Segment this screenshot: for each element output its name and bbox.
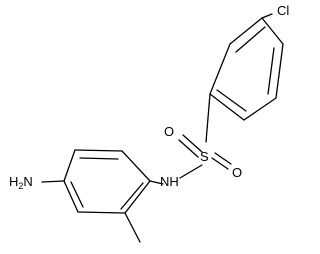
sulfonyl-group: O O S bbox=[164, 124, 242, 180]
methyl-bond bbox=[124, 212, 141, 243]
sulfonyl-oxygen-right-label: O bbox=[232, 165, 242, 180]
amino-bond bbox=[41, 180, 65, 183]
aminotoluene-ring bbox=[63, 149, 151, 214]
ring-sulfur-bond bbox=[205, 93, 211, 143]
sulfonyl-oxygen-top-label: O bbox=[164, 124, 174, 139]
chlorophenyl-ring bbox=[209, 17, 284, 121]
sulfur-label: S bbox=[200, 149, 209, 164]
amino-subscript-2: 2 bbox=[18, 181, 23, 191]
nitrogen-ring-bond bbox=[149, 180, 164, 185]
amino-label: H2N bbox=[9, 174, 33, 191]
chemical-structure-diagram: Cl O O S NH H2N bbox=[9, 3, 289, 243]
sulfur-nitrogen-bond bbox=[179, 164, 203, 179]
c-cl-bond bbox=[261, 13, 273, 19]
chlorine-label: Cl bbox=[277, 3, 289, 18]
amino-n-label: N bbox=[23, 174, 32, 189]
amino-h-label: H bbox=[9, 174, 18, 189]
sulfonamide-nh-label: NH bbox=[160, 174, 179, 189]
